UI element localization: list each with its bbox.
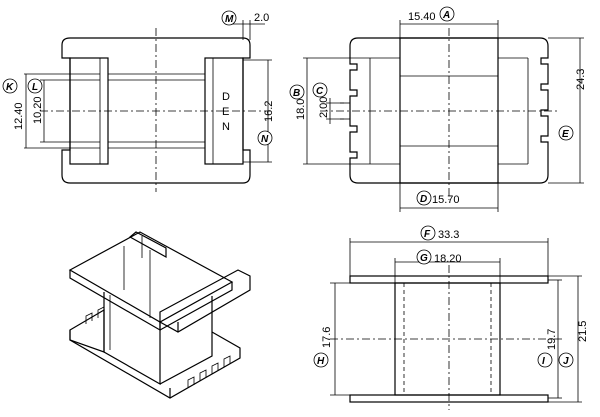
marking-e: E	[222, 106, 229, 118]
svg-text:M: M	[225, 14, 234, 25]
svg-text:D: D	[420, 194, 427, 205]
svg-text:12.40: 12.40	[13, 102, 25, 130]
svg-text:19.7: 19.7	[546, 329, 558, 350]
svg-text:10.20: 10.20	[32, 96, 44, 124]
svg-text:G: G	[420, 253, 428, 264]
svg-text:33.3: 33.3	[438, 229, 459, 241]
svg-text:15.40: 15.40	[408, 11, 436, 23]
svg-text:K: K	[6, 82, 14, 93]
svg-text:A: A	[442, 10, 450, 21]
svg-text:H: H	[317, 356, 325, 367]
svg-text:J: J	[563, 356, 569, 367]
isometric-view	[68, 231, 251, 399]
svg-text:18.0: 18.0	[295, 99, 307, 120]
top-left-view: D E N M 2.0 16.2 N 12.40 K 10.20 L	[2, 10, 275, 192]
svg-text:16.2: 16.2	[263, 101, 275, 122]
svg-text:I: I	[542, 356, 545, 367]
svg-text:18.20: 18.20	[434, 253, 462, 265]
svg-text:2.0: 2.0	[254, 12, 269, 24]
bottom-right-view: F 33.3 G 18.20 17.6 H 19.7 I 21.5 J	[313, 225, 589, 410]
svg-text:15.70: 15.70	[432, 194, 460, 206]
svg-text:E: E	[562, 129, 569, 140]
svg-text:21.5: 21.5	[577, 321, 589, 342]
svg-text:2.00: 2.00	[318, 97, 330, 118]
svg-text:L: L	[32, 82, 38, 93]
svg-text:F: F	[424, 229, 431, 240]
svg-text:17.6: 17.6	[321, 327, 333, 348]
svg-text:24.3: 24.3	[575, 69, 587, 90]
marking-n: N	[222, 121, 230, 133]
svg-text:C: C	[316, 86, 324, 97]
svg-text:B: B	[293, 88, 300, 99]
svg-text:N: N	[261, 134, 269, 145]
top-right-view: 15.40 A D 15.70 18.0 B 2.00 C 24.3 E	[289, 6, 587, 212]
marking-d: D	[222, 91, 230, 103]
